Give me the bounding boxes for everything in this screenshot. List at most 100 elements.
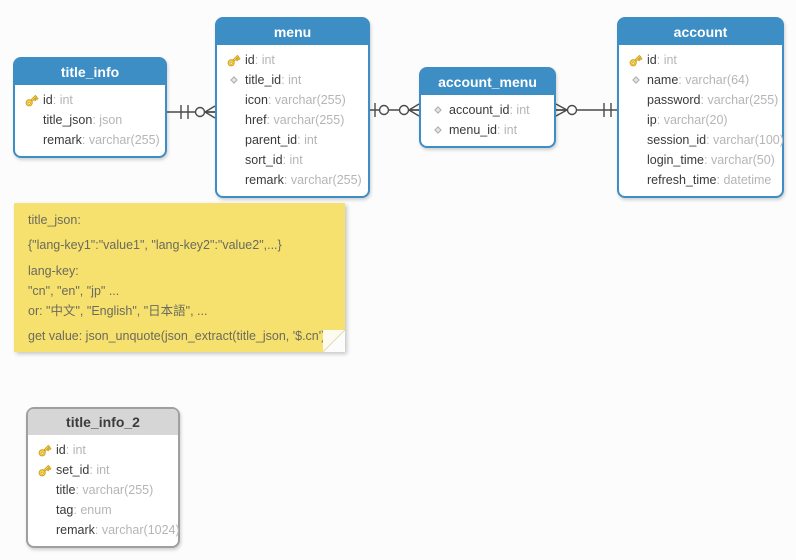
field-type: int <box>281 73 301 87</box>
field-name: id <box>647 53 657 67</box>
field-type: int <box>89 463 109 477</box>
field-name: id <box>43 93 53 107</box>
table-menu-header[interactable]: menu <box>217 19 368 45</box>
table-row[interactable]: account_idint <box>421 100 554 120</box>
table-row[interactable]: sort_idint <box>217 150 368 170</box>
field-type: int <box>53 93 73 107</box>
field-name: menu_id <box>449 123 497 137</box>
note-line: get value: json_unquote(json_extract(tit… <box>28 329 326 343</box>
field-type: json <box>92 113 122 127</box>
field-name: href <box>245 113 267 127</box>
field-name: parent_id <box>245 133 298 147</box>
relationship-title_info-menu[interactable] <box>167 105 216 119</box>
table-row[interactable]: iconvarchar(255) <box>217 90 368 110</box>
sticky-note-title_json[interactable]: title_json: {"lang-key1":"value1", "lang… <box>14 203 345 352</box>
field-name: title_json <box>43 113 93 127</box>
field-name: ip <box>647 113 657 127</box>
field-name: session_id <box>647 133 707 147</box>
diamond-icon <box>428 103 447 118</box>
key-icon <box>626 53 645 68</box>
field-name: sort_id <box>245 153 283 167</box>
table-row[interactable]: idint <box>15 90 165 110</box>
field-name: set_id <box>56 463 90 477</box>
table-row[interactable]: tagenum <box>28 500 178 520</box>
table-row[interactable]: login_timevarchar(50) <box>619 150 782 170</box>
key-icon <box>224 53 243 68</box>
table-account_menu[interactable]: account_menu account_idint menu_idint <box>419 67 556 148</box>
field-name: name <box>647 73 679 87</box>
note-line: {"lang-key1":"value1", "lang-key2":"valu… <box>28 238 282 252</box>
table-row[interactable]: remarkvarchar(255) <box>15 130 165 150</box>
table-account-body: idint namevarchar(64) passwordvarchar(25… <box>619 45 784 196</box>
table-row[interactable]: title_idint <box>217 70 368 90</box>
table-row[interactable]: set_idint <box>28 460 178 480</box>
table-account_menu-body: account_idint menu_idint <box>421 95 554 146</box>
field-name: tag <box>56 503 74 517</box>
table-row[interactable]: idint <box>217 50 368 70</box>
field-type: datetime <box>716 173 771 187</box>
table-row[interactable]: title_jsonjson <box>15 110 165 130</box>
table-row[interactable]: passwordvarchar(255) <box>619 90 782 110</box>
field-type: varchar(64) <box>678 73 749 87</box>
table-row[interactable]: titlevarchar(255) <box>28 480 178 500</box>
field-type: varchar(255) <box>82 133 160 147</box>
table-row[interactable]: hrefvarchar(255) <box>217 110 368 130</box>
field-type: varchar(255) <box>267 113 345 127</box>
key-icon <box>22 93 41 108</box>
table-title_info_2[interactable]: title_info_2 idint set_idint titlevarcha… <box>26 407 180 548</box>
table-row[interactable]: ipvarchar(20) <box>619 110 782 130</box>
table-title_info_2-body: idint set_idint titlevarchar(255) tagenu… <box>28 435 180 546</box>
key-icon <box>35 443 54 458</box>
field-type: int <box>497 123 517 137</box>
table-title_info[interactable]: title_info idint title_jsonjson remarkva… <box>13 57 167 158</box>
field-type: varchar(20) <box>657 113 728 127</box>
field-name: id <box>56 443 66 457</box>
table-row[interactable]: parent_idint <box>217 130 368 150</box>
field-name: title <box>56 483 76 497</box>
field-type: int <box>509 103 529 117</box>
field-name: icon <box>245 93 268 107</box>
diamond-icon <box>428 123 447 138</box>
table-row[interactable]: idint <box>619 50 782 70</box>
table-row[interactable]: menu_idint <box>421 120 554 140</box>
field-type: int <box>297 133 317 147</box>
field-type: int <box>283 153 302 167</box>
field-type: int <box>255 53 275 67</box>
table-row[interactable]: namevarchar(64) <box>619 70 782 90</box>
note-line: lang-key: <box>28 264 79 278</box>
field-type: varchar(1024) <box>95 523 180 537</box>
field-type: varchar(255) <box>701 93 778 107</box>
field-name: login_time <box>647 153 704 167</box>
table-menu[interactable]: menu idint title_idint iconvarchar(255) … <box>215 17 370 198</box>
note-line: or: "中文", "English", "日本語", ... <box>28 304 208 318</box>
table-account[interactable]: account idint namevarchar(64) passwordva… <box>617 17 784 198</box>
table-title_info_2-header[interactable]: title_info_2 <box>28 409 178 435</box>
field-type: varchar(50) <box>704 153 775 167</box>
field-name: id <box>245 53 255 67</box>
table-account_menu-header[interactable]: account_menu <box>421 69 554 95</box>
field-type: varchar(255) <box>284 173 362 187</box>
field-name: refresh_time <box>647 173 717 187</box>
field-type: enum <box>73 503 111 517</box>
table-row[interactable]: remarkvarchar(255) <box>217 170 368 190</box>
field-type: int <box>657 53 677 67</box>
field-name: password <box>647 93 701 107</box>
field-name: remark <box>43 133 82 147</box>
table-row[interactable]: idint <box>28 440 178 460</box>
table-title_info-body: idint title_jsonjson remarkvarchar(255) <box>15 85 165 156</box>
table-row[interactable]: refresh_timedatetime <box>619 170 782 190</box>
field-name: title_id <box>245 73 282 87</box>
table-title_info-header[interactable]: title_info <box>15 59 165 85</box>
table-row[interactable]: remarkvarchar(1024) <box>28 520 180 540</box>
diamond-icon <box>224 73 243 88</box>
key-icon <box>35 463 54 478</box>
relationship-account_menu-account[interactable] <box>555 103 617 117</box>
table-row[interactable]: session_idvarchar(100) <box>619 130 784 150</box>
field-name: remark <box>56 523 95 537</box>
field-name: account_id <box>449 103 510 117</box>
relationship-menu-account_menu[interactable] <box>370 103 420 117</box>
table-account-header[interactable]: account <box>619 19 782 45</box>
table-menu-body: idint title_idint iconvarchar(255) hrefv… <box>217 45 368 196</box>
